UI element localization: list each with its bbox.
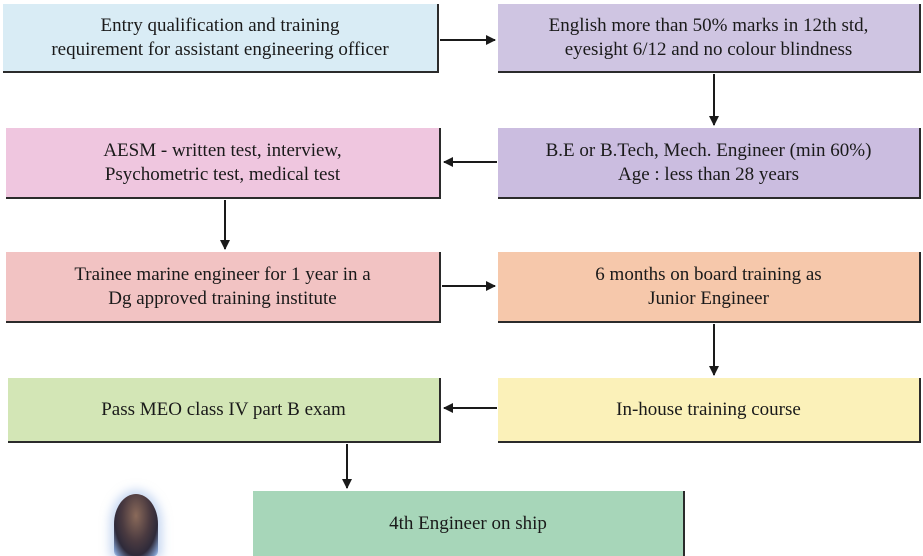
aesm-tests-line-2: Psychometric test, medical test — [104, 163, 341, 185]
meo-exam-text: Pass MEO class IV part B exam — [101, 398, 346, 420]
fourth-engineer-box: 4th Engineer on ship — [253, 491, 685, 556]
entry-qualification-line-2: requirement for assistant engineering of… — [51, 38, 389, 60]
trainee-marine-engineer-line-1: Trainee marine engineer for 1 year in a — [74, 263, 371, 285]
degree-age-text: B.E or B.Tech, Mech. Engineer (min 60%) … — [546, 139, 872, 187]
entry-qualification-line-1: Entry qualification and training — [100, 14, 340, 36]
degree-age-line-2: Age : less than 28 years — [618, 163, 799, 185]
trainee-marine-engineer-box: Trainee marine engineer for 1 year in a … — [6, 252, 441, 323]
in-house-training-text: In-house training course — [616, 398, 801, 420]
fourth-engineer-text: 4th Engineer on ship — [389, 512, 547, 534]
onboard-training-box: 6 months on board training as Junior Eng… — [498, 252, 921, 323]
english-eyesight-line-2: eyesight 6/12 and no colour blindness — [564, 38, 853, 60]
entry-qualification-text: Entry qualification and training require… — [51, 14, 388, 62]
degree-age-box: B.E or B.Tech, Mech. Engineer (min 60%) … — [498, 128, 921, 199]
onboard-training-line-1: 6 months on board training as — [595, 263, 822, 285]
meo-exam-box: Pass MEO class IV part B exam — [8, 378, 441, 443]
aesm-tests-line-1: AESM - written test, interview, — [103, 139, 342, 161]
aesm-tests-box: AESM - written test, interview, Psychome… — [6, 128, 441, 199]
english-eyesight-text: English more than 50% marks in 12th std,… — [549, 14, 869, 62]
onboard-training-text: 6 months on board training as Junior Eng… — [595, 263, 821, 311]
in-house-training-box: In-house training course — [498, 378, 921, 443]
trainee-marine-engineer-line-2: Dg approved training institute — [108, 287, 337, 309]
english-eyesight-line-1: English more than 50% marks in 12th std, — [548, 14, 869, 36]
ship-telegraph-handle-image — [114, 494, 158, 556]
degree-age-line-1: B.E or B.Tech, Mech. Engineer (min 60%) — [545, 139, 872, 161]
english-eyesight-box: English more than 50% marks in 12th std,… — [498, 4, 921, 73]
aesm-tests-text: AESM - written test, interview, Psychome… — [103, 139, 341, 187]
trainee-marine-engineer-text: Trainee marine engineer for 1 year in a … — [74, 263, 370, 311]
onboard-training-line-2: Junior Engineer — [648, 287, 769, 309]
entry-qualification-box: Entry qualification and training require… — [3, 4, 439, 73]
